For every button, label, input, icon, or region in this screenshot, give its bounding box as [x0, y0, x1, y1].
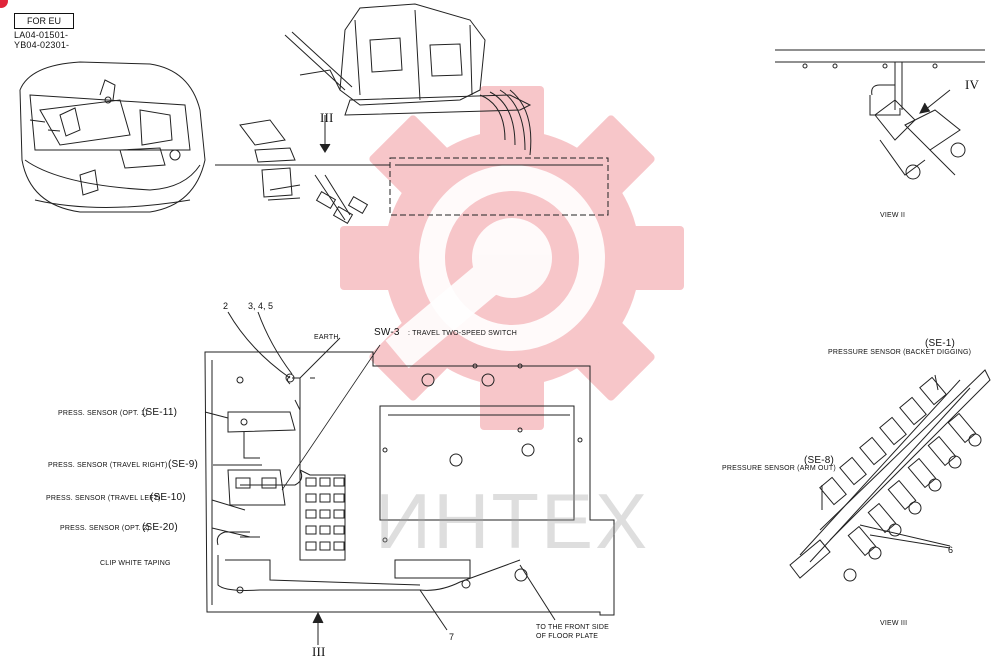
front-side-note-line2: OF FLOOR PLATE: [536, 633, 599, 640]
view-ii-drawing: [775, 49, 985, 180]
sw3-description: : TRAVEL TWO-SPEED SWITCH: [408, 330, 517, 337]
floor-plate-drawing: [204, 311, 615, 645]
view-iii-caption: VIEW III: [880, 620, 908, 627]
serial-range-1: LA04-01501-: [14, 30, 69, 40]
se9-code: (SE-9): [168, 459, 199, 470]
se1-description: PRESSURE SENSOR (BACKET DIGGING): [828, 349, 972, 356]
connector-bank: [305, 477, 345, 551]
cab-perspective-drawing: [19, 61, 206, 213]
front-side-note-line1: TO THE FRONT SIDE: [536, 624, 610, 631]
se10-description: PRESS. SENSOR (TRAVEL LEFT): [46, 495, 161, 502]
view-ii-caption: VIEW II: [880, 212, 906, 219]
se8-code: (SE-8): [804, 455, 835, 466]
sw3-code: SW-3: [374, 327, 400, 338]
control-console-drawing: [215, 3, 609, 225]
part-number-6: 6: [948, 545, 954, 555]
se11-code: (SE-11): [142, 407, 178, 418]
part-number-2: 2: [223, 301, 229, 311]
se1-code: (SE-1): [925, 338, 956, 349]
part-number-3-4-5: 3, 4, 5: [248, 301, 274, 311]
view-iii-arrow-bottom: III: [312, 644, 326, 659]
se10-code: (SE-10): [150, 492, 186, 503]
region-badge: FOR EU: [14, 13, 74, 29]
se20-code: (SE-20): [142, 522, 178, 533]
view-iii-drawing: [789, 369, 991, 582]
view-iv-arrow: IV: [965, 77, 980, 92]
corner-badge: [0, 0, 8, 8]
se11-description: PRESS. SENSOR (OPT. 1): [58, 410, 148, 417]
se9-description: PRESS. SENSOR (TRAVEL RIGHT): [48, 462, 168, 469]
earth-label: EARTH: [314, 334, 339, 341]
se8-description: PRESSURE SENSOR (ARM OUT): [722, 465, 836, 472]
part-number-7: 7: [449, 632, 455, 642]
se20-description: PRESS. SENSOR (OPT. 2): [60, 525, 150, 532]
serial-range-2: YB04-02301-: [14, 40, 70, 50]
clip-taping-note: CLIP WHITE TAPING: [100, 560, 171, 567]
view-iii-arrow-top: III: [320, 110, 334, 125]
watermark-text: ИНТЕХ: [375, 477, 650, 565]
